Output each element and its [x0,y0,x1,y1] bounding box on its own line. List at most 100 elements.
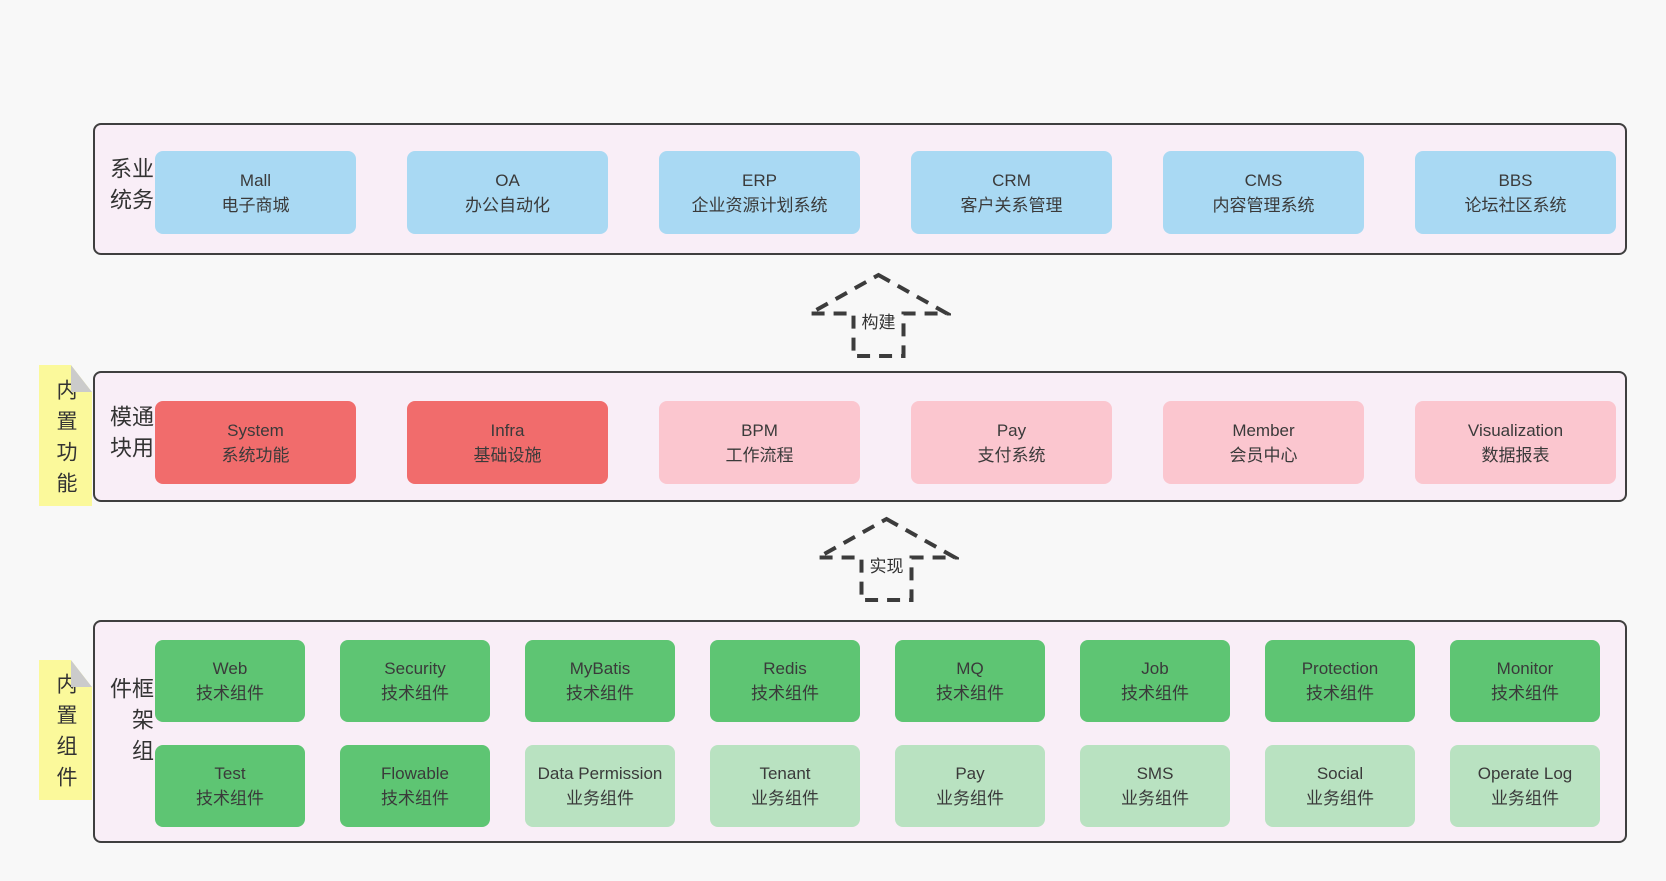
box-bpm: BPM 工作流程 [659,401,860,484]
box-subtitle: 技术组件 [1306,684,1374,703]
box-title: CMS [1244,170,1283,190]
box-member: Member 会员中心 [1163,401,1364,484]
box-flowable: Flowable 技术组件 [340,745,490,827]
box-social: Social 业务组件 [1265,745,1415,827]
layer-business-systems-label: 业务系统 [107,157,154,219]
box-title: SMS [1136,764,1174,783]
box-crm: CRM 客户关系管理 [911,151,1112,234]
box-title: System [227,420,284,440]
box-oa: OA 办公自动化 [407,151,608,234]
arrow-build: 构建 [806,272,951,359]
box-title: CRM [992,170,1031,190]
box-cms: CMS 内容管理系统 [1163,151,1364,234]
box-subtitle: 技术组件 [566,684,634,703]
common-modules-row: System 系统功能 Infra 基础设施 BPM 工作流程 Pay 支付系统… [155,401,1616,484]
box-title: Protection [1301,659,1379,678]
box-subtitle: 基础设施 [473,445,542,465]
arrow-build-label: 构建 [859,311,898,334]
box-test: Test 技术组件 [155,745,305,827]
box-mall: Mall 电子商城 [155,151,356,234]
arrow-up-dashed-icon [814,516,959,602]
box-title: BPM [741,420,778,440]
box-subtitle: 技术组件 [196,789,264,808]
framework-components-row-1: Web 技术组件 Security 技术组件 MyBatis 技术组件 Redi… [155,640,1600,722]
box-mybatis: MyBatis 技术组件 [525,640,675,722]
box-tenant: Tenant 业务组件 [710,745,860,827]
layer-business-systems: 业务系统 Mall 电子商城 OA 办公自动化 ERP 企业资源计划系统 CRM… [93,123,1627,255]
box-subtitle: 技术组件 [196,684,264,703]
framework-components-row-2: Test 技术组件 Flowable 技术组件 Data Permission … [155,745,1600,827]
box-title: Data Permission [537,764,663,783]
box-subtitle: 数据报表 [1481,445,1550,465]
layer-framework-components: 框架组件 Web 技术组件 Security 技术组件 MyBatis 技术组件… [93,620,1627,843]
box-subtitle: 技术组件 [381,789,449,808]
box-subtitle: 办公自动化 [465,195,550,215]
box-subtitle: 业务组件 [751,789,819,808]
box-subtitle: 论坛社区系统 [1464,195,1567,215]
arrow-implement: 实现 [814,516,959,603]
box-subtitle: 会员中心 [1229,445,1298,465]
box-title: Monitor [1496,659,1554,678]
arrow-up-dashed-icon [806,272,951,358]
box-subtitle: 支付系统 [977,445,1046,465]
box-title: Pay [955,764,985,783]
box-pay: Pay 支付系统 [911,401,1112,484]
box-title: Job [1141,659,1169,678]
builtin-components-tag: 内置组件 [39,660,92,800]
box-title: Web [212,659,248,678]
box-visualization: Visualization 数据报表 [1415,401,1616,484]
box-operate-log: Operate Log 业务组件 [1450,745,1600,827]
box-subtitle: 业务组件 [1306,789,1374,808]
box-title: Security [384,659,446,678]
box-subtitle: 业务组件 [936,789,1004,808]
box-protection: Protection 技术组件 [1265,640,1415,722]
business-systems-row: Mall 电子商城 OA 办公自动化 ERP 企业资源计划系统 CRM 客户关系… [155,151,1616,234]
box-title: MQ [956,659,984,678]
builtin-components-tag-label: 内置组件 [54,673,77,797]
box-title: Test [214,764,246,783]
box-title: Operate Log [1477,764,1573,783]
box-subtitle: 技术组件 [1491,684,1559,703]
box-title: MyBatis [569,659,631,678]
box-erp: ERP 企业资源计划系统 [659,151,860,234]
box-title: Mall [239,170,272,190]
box-job: Job 技术组件 [1080,640,1230,722]
box-system: System 系统功能 [155,401,356,484]
box-subtitle: 企业资源计划系统 [691,195,828,215]
box-subtitle: 技术组件 [936,684,1004,703]
box-title: Infra [490,420,525,440]
box-sms: SMS 业务组件 [1080,745,1230,827]
layer-common-modules-label: 通用模块 [107,404,154,467]
box-title: BBS [1498,170,1533,190]
box-title: Visualization [1467,420,1564,440]
box-title: Member [1232,420,1295,440]
box-title: Pay [996,420,1027,440]
box-title: Redis [763,659,807,678]
box-title: Social [1316,764,1364,783]
box-title: Flowable [380,764,450,783]
box-web: Web 技术组件 [155,640,305,722]
arrow-implement-label: 实现 [867,555,906,578]
box-subtitle: 技术组件 [1121,684,1189,703]
box-subtitle: 业务组件 [1121,789,1189,808]
builtin-features-tag-label: 内置功能 [54,378,77,503]
box-subtitle: 技术组件 [751,684,819,703]
layer-common-modules: 通用模块 System 系统功能 Infra 基础设施 BPM 工作流程 Pay… [93,371,1627,502]
box-redis: Redis 技术组件 [710,640,860,722]
box-title: OA [495,170,520,190]
box-security: Security 技术组件 [340,640,490,722]
box-subtitle: 技术组件 [381,684,449,703]
box-subtitle: 业务组件 [566,789,634,808]
box-pay: Pay 业务组件 [895,745,1045,827]
box-subtitle: 工作流程 [725,445,794,465]
box-subtitle: 内容管理系统 [1212,195,1315,215]
layer-framework-components-label: 框架组件 [107,676,154,770]
builtin-features-tag: 内置功能 [39,365,92,506]
box-bbs: BBS 论坛社区系统 [1415,151,1616,234]
box-subtitle: 业务组件 [1491,789,1559,808]
box-data-permission: Data Permission 业务组件 [525,745,675,827]
box-infra: Infra 基础设施 [407,401,608,484]
box-subtitle: 系统功能 [221,445,290,465]
box-title: ERP [742,170,777,190]
